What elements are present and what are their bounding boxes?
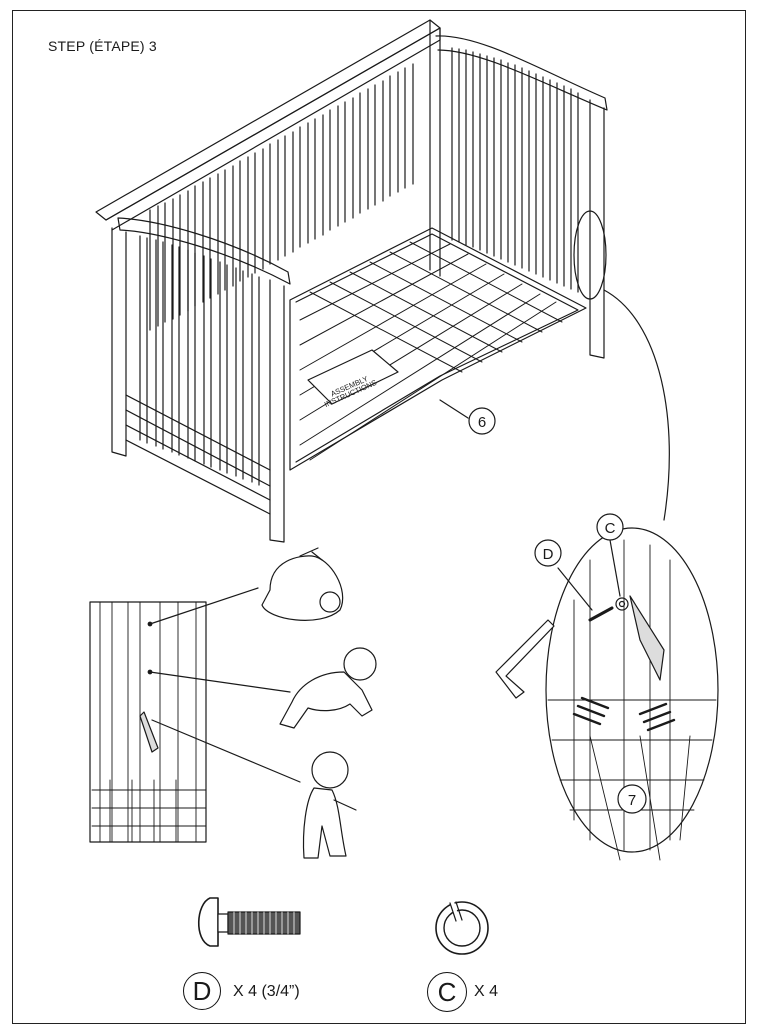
crawling-baby-position-icon: [279, 647, 377, 729]
hardware-D-circle: D: [183, 972, 221, 1010]
callout-C-label: C: [605, 520, 616, 537]
hardware-C-qty: X 4: [474, 983, 499, 1000]
newborn-position-icon: [261, 547, 344, 621]
hardware-C-circle: C: [427, 972, 467, 1012]
front-slats: [139, 235, 260, 486]
back-slats: [149, 63, 414, 331]
step-title: STEP (ÉTAPE) 3: [48, 38, 157, 54]
bolt-icon: [198, 897, 301, 947]
height-position-detail: [89, 587, 301, 843]
callout-7-label: 7: [628, 792, 636, 809]
hardware-D-qty: X 4 (3/4”): [233, 983, 300, 1000]
callout-D-circle: [534, 539, 562, 567]
mattress-grid: [299, 241, 563, 461]
mattress-support-outline: [289, 227, 587, 471]
bolt-detail: D C 7: [495, 513, 719, 861]
callout-6-label: 6: [478, 414, 486, 431]
callout-C-circle: [596, 513, 624, 541]
standing-toddler-position-icon: [302, 751, 357, 859]
headboard-slats: [451, 47, 579, 293]
callout-6-circle: [468, 407, 496, 435]
callout-7-circle: [617, 784, 647, 814]
crib-drawing: ASSEMBLY INSTRUCTIONS 6: [95, 19, 670, 543]
lock-washer-icon: [435, 900, 489, 955]
hardware-C-letter: C: [437, 976, 457, 1007]
page-frame: [12, 10, 746, 1024]
hardware-D-letter: D: [192, 975, 212, 1006]
callout-D-label: D: [543, 546, 554, 563]
